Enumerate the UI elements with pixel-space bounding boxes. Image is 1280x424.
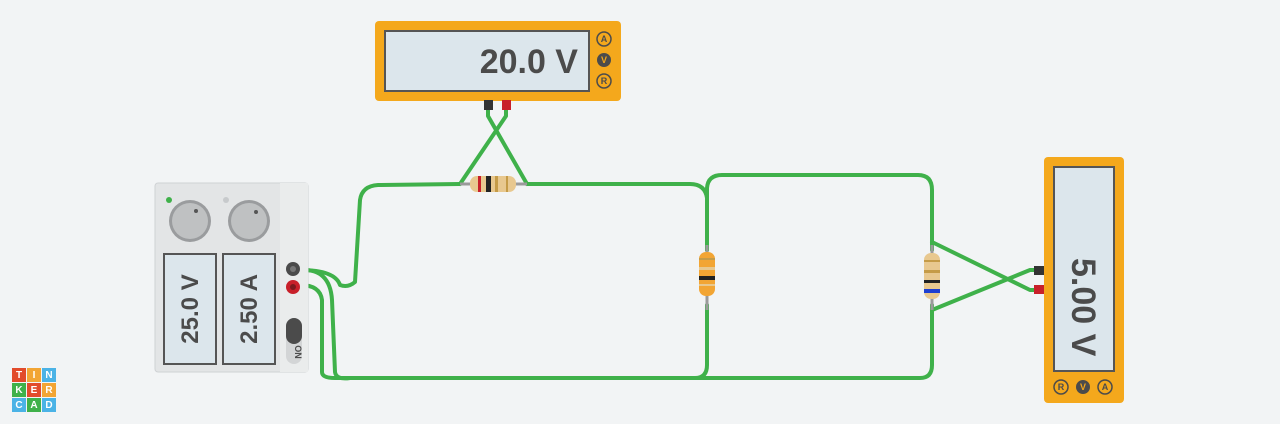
mode-button-r[interactable]: R bbox=[596, 73, 612, 89]
probe-terminal-red[interactable] bbox=[502, 100, 511, 110]
wire-right-meter-red[interactable] bbox=[930, 268, 1042, 312]
logo-letter: I bbox=[27, 368, 41, 382]
voltage-display bbox=[163, 253, 217, 365]
current-display-text: 2.50 A bbox=[236, 274, 263, 344]
mode-label: R bbox=[601, 76, 608, 86]
status-led-off bbox=[223, 197, 229, 203]
current-display bbox=[222, 253, 276, 365]
resistor-top[interactable] bbox=[460, 176, 527, 192]
logo-letter: A bbox=[27, 398, 41, 412]
wire-top-meter-red[interactable] bbox=[458, 108, 508, 186]
mode-label: A bbox=[1102, 382, 1109, 392]
status-led bbox=[166, 197, 172, 203]
multimeter-top[interactable]: 20.0 V A V R bbox=[375, 21, 621, 110]
multimeter-right[interactable]: 5.00 V R V A bbox=[1034, 157, 1124, 403]
logo-letter: C bbox=[12, 398, 26, 412]
meter-screen bbox=[1053, 166, 1115, 372]
mode-label: A bbox=[601, 34, 608, 44]
wire-supply-bottom-2[interactable] bbox=[298, 267, 934, 381]
probe-terminal-black[interactable] bbox=[1034, 266, 1044, 275]
logo-letter: R bbox=[42, 383, 56, 397]
mode-label: R bbox=[1058, 382, 1065, 392]
resistor-middle[interactable] bbox=[699, 245, 715, 310]
wires[interactable] bbox=[298, 108, 1042, 381]
terminal-positive-center bbox=[290, 284, 296, 290]
meter-screen bbox=[384, 30, 590, 92]
logo-letter: D bbox=[42, 398, 56, 412]
wire-mid-right[interactable] bbox=[705, 173, 934, 252]
mode-button-a[interactable]: A bbox=[596, 31, 612, 47]
mode-button-v[interactable]: V bbox=[1076, 380, 1090, 394]
mode-label: V bbox=[601, 55, 607, 65]
power-switch-label: ON bbox=[293, 345, 303, 359]
voltage-display-text: 25.0 V bbox=[177, 274, 204, 343]
probe-terminal-red[interactable] bbox=[1034, 285, 1044, 294]
wire-top-meter-black[interactable] bbox=[486, 108, 529, 186]
meter-reading: 20.0 V bbox=[480, 43, 579, 81]
mode-button-r[interactable]: R bbox=[1053, 379, 1069, 395]
resistor-right[interactable] bbox=[924, 245, 940, 310]
mode-label: V bbox=[1080, 382, 1086, 392]
probe-terminal-black[interactable] bbox=[484, 100, 493, 110]
wire-supply-bottom[interactable] bbox=[298, 283, 709, 380]
logo-letter: N bbox=[42, 368, 56, 382]
wire-supply-top[interactable] bbox=[298, 182, 462, 288]
voltage-knob[interactable] bbox=[169, 200, 211, 242]
wire-right-meter-black[interactable] bbox=[930, 240, 1042, 292]
current-knob[interactable] bbox=[228, 200, 270, 242]
meter-reading: 5.00 V bbox=[1064, 258, 1102, 357]
logo-letter: K bbox=[12, 383, 26, 397]
logo-letter: E bbox=[27, 383, 41, 397]
wire-top-right[interactable] bbox=[525, 182, 709, 252]
power-supply[interactable]: 25.0 V 2.50 A ON bbox=[154, 182, 309, 373]
tinkercad-logo[interactable]: T I N K E R C A D bbox=[12, 368, 56, 412]
logo-letter: T bbox=[12, 368, 26, 382]
terminal-negative-center bbox=[290, 266, 296, 272]
mode-button-v[interactable]: V bbox=[597, 53, 611, 67]
power-switch-knob[interactable] bbox=[286, 318, 302, 344]
mode-button-a[interactable]: A bbox=[1097, 379, 1113, 395]
